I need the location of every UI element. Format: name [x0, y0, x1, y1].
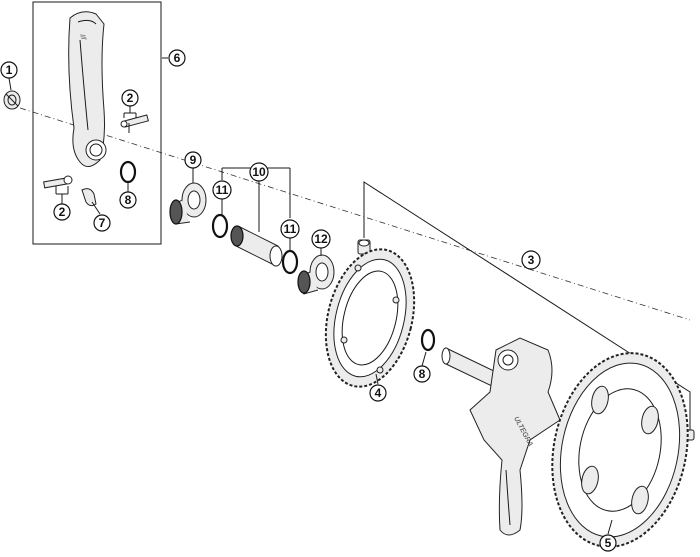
inner-chainring — [324, 248, 416, 388]
callout-label-9: 9 — [190, 153, 197, 167]
inner-cover-sleeve — [230, 225, 283, 267]
callout-label-12: 12 — [314, 232, 328, 246]
callout-label-4: 4 — [375, 386, 382, 400]
callout-label-8-left: 8 — [125, 193, 132, 207]
callout-label-5: 5 — [605, 536, 612, 550]
callout-8-left: 8 — [119, 191, 137, 209]
o-ring-right — [281, 249, 299, 275]
callout-2-lower: 2 — [53, 203, 71, 221]
callout-12: 12 — [311, 229, 331, 249]
callout-label-11-right: 11 — [284, 222, 297, 236]
left-bb-adapter — [169, 182, 207, 225]
callout-1: 1 — [0, 61, 18, 79]
callout-label-8-right: 8 — [419, 367, 426, 381]
callout-3: 3 — [521, 250, 541, 270]
left-crank-group-box — [32, 1, 162, 245]
svg-text:///: /// — [78, 32, 87, 42]
left-crank-arm: /// — [68, 11, 107, 167]
crank-arm-fixing-cap — [3, 90, 21, 110]
callout-9: 9 — [184, 151, 202, 169]
callout-5: 5 — [599, 534, 617, 552]
callout-label-7: 7 — [99, 216, 106, 230]
right-crank-arm: ULTEGRA — [441, 337, 561, 536]
callout-7: 7 — [93, 214, 111, 232]
callout-10: 10 — [249, 162, 269, 182]
right-bb-adapter — [297, 254, 335, 295]
spacer-ring-right — [420, 328, 436, 352]
callout-11-left: 11 — [212, 180, 232, 200]
axis-line — [19, 107, 691, 321]
callout-8-right: 8 — [413, 365, 431, 383]
callout-label-1: 1 — [6, 63, 13, 77]
chainring-bolt-nut — [357, 239, 371, 255]
callout-label-3: 3 — [528, 253, 535, 267]
o-ring-left — [211, 213, 229, 239]
callout-bracket-3 — [363, 181, 691, 430]
spacer-ring-left — [119, 160, 137, 184]
callout-2-upper: 2 — [121, 89, 139, 107]
callout-label-2-lower: 2 — [59, 205, 66, 219]
callout-6: 6 — [168, 49, 186, 67]
callout-11-right: 11 — [280, 219, 300, 239]
callout-4: 4 — [369, 384, 387, 402]
callout-label-6: 6 — [174, 51, 181, 65]
outer-chainring — [551, 352, 689, 548]
callout-label-11-left: 11 — [216, 183, 229, 197]
crank-fixing-bolt-lower — [43, 175, 73, 189]
crank-fixing-bolt-upper — [120, 114, 149, 133]
stopper-plate — [81, 188, 97, 207]
callout-label-2-upper: 2 — [127, 91, 134, 105]
callout-label-10: 10 — [252, 165, 266, 179]
